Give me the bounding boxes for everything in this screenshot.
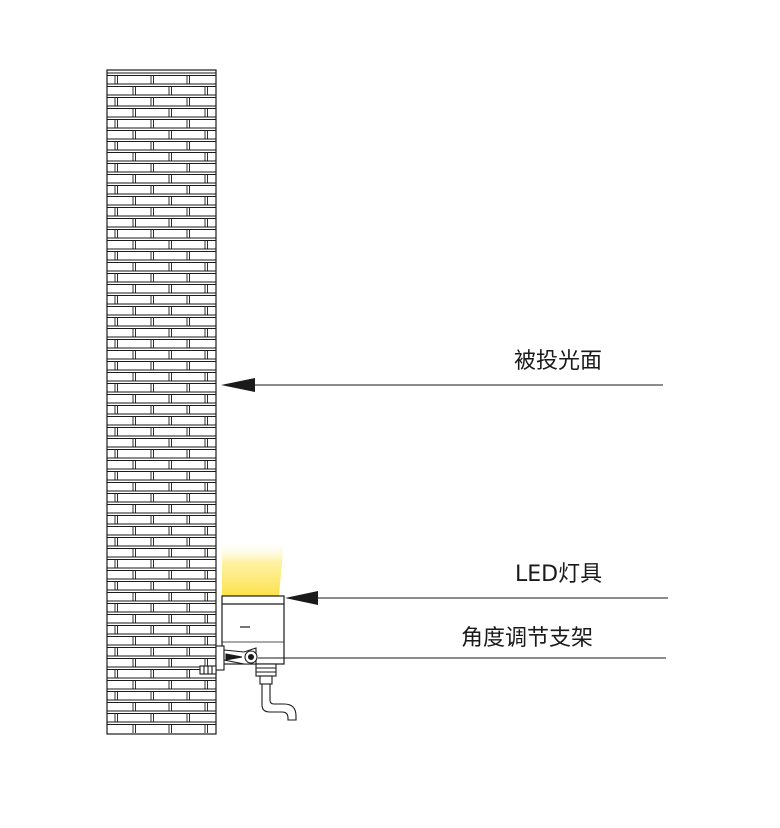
label-projection-surface: 被投光面 (514, 349, 602, 374)
label-angle-bracket: 角度调节支架 (461, 626, 593, 651)
power-cable (261, 684, 297, 721)
angle-bracket (199, 645, 258, 675)
light-beam (222, 540, 284, 596)
arrow-projection-surface (221, 378, 663, 392)
arrow-led-fixture (285, 591, 668, 605)
brick-wall (106, 69, 217, 735)
cable-gland (255, 663, 277, 685)
label-led-fixture: LED灯具 (515, 562, 602, 587)
